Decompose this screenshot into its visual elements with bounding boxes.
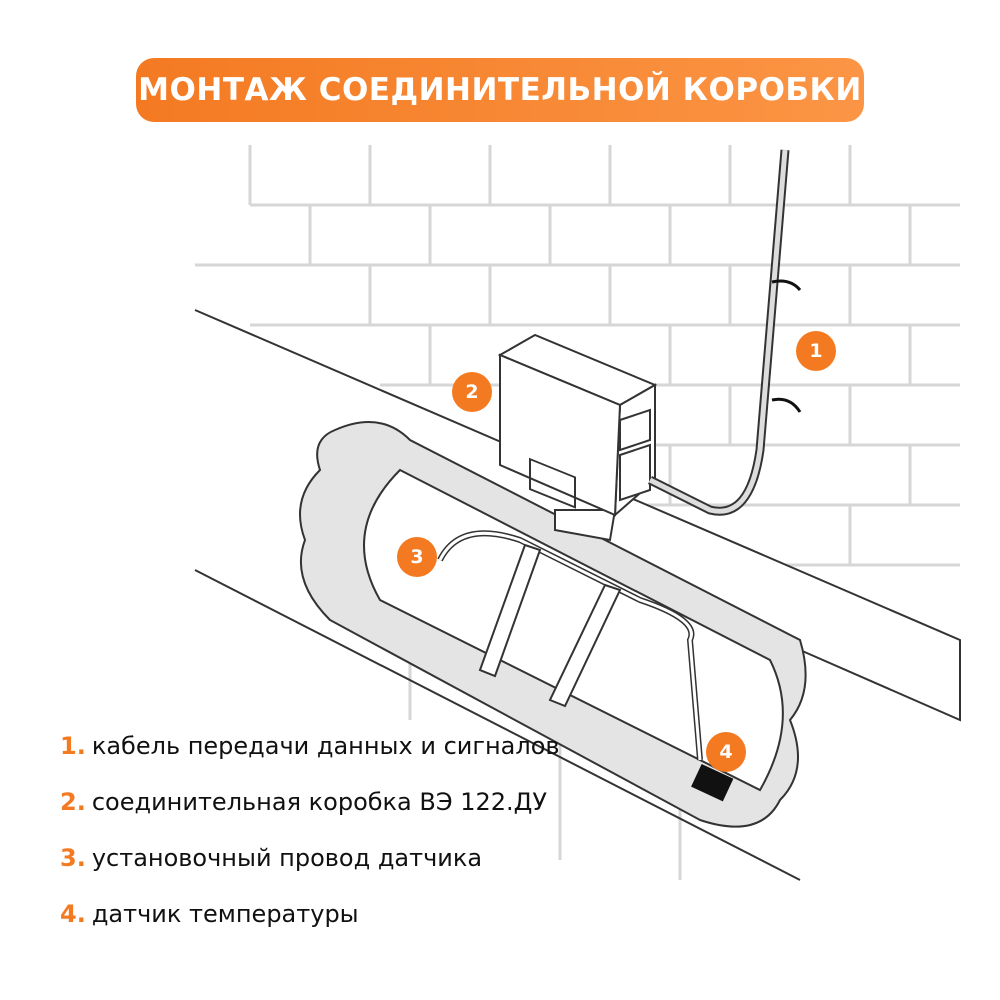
callout-4: 4 bbox=[706, 732, 746, 772]
clamp-bands bbox=[478, 543, 622, 708]
junction-box bbox=[497, 333, 658, 542]
legend-item: 3.установочный провод датчика bbox=[60, 844, 483, 872]
legend: 1.кабель передачи данных и сигналов 2.со… bbox=[60, 732, 560, 956]
legend-item: 1.кабель передачи данных и сигналов bbox=[60, 732, 560, 760]
legend-item: 2.соединительная коробка ВЭ 122.ДУ bbox=[60, 788, 548, 816]
callout-2: 2 bbox=[452, 372, 492, 412]
callout-1: 1 bbox=[796, 331, 836, 371]
cable-clips bbox=[771, 279, 802, 413]
legend-item: 4.датчик температуры bbox=[60, 900, 359, 928]
temperature-sensor bbox=[691, 763, 734, 802]
page-title: МОНТАЖ СОЕДИНИТЕЛЬНОЙ КОРОБКИ bbox=[136, 58, 864, 122]
callout-3: 3 bbox=[397, 537, 437, 577]
